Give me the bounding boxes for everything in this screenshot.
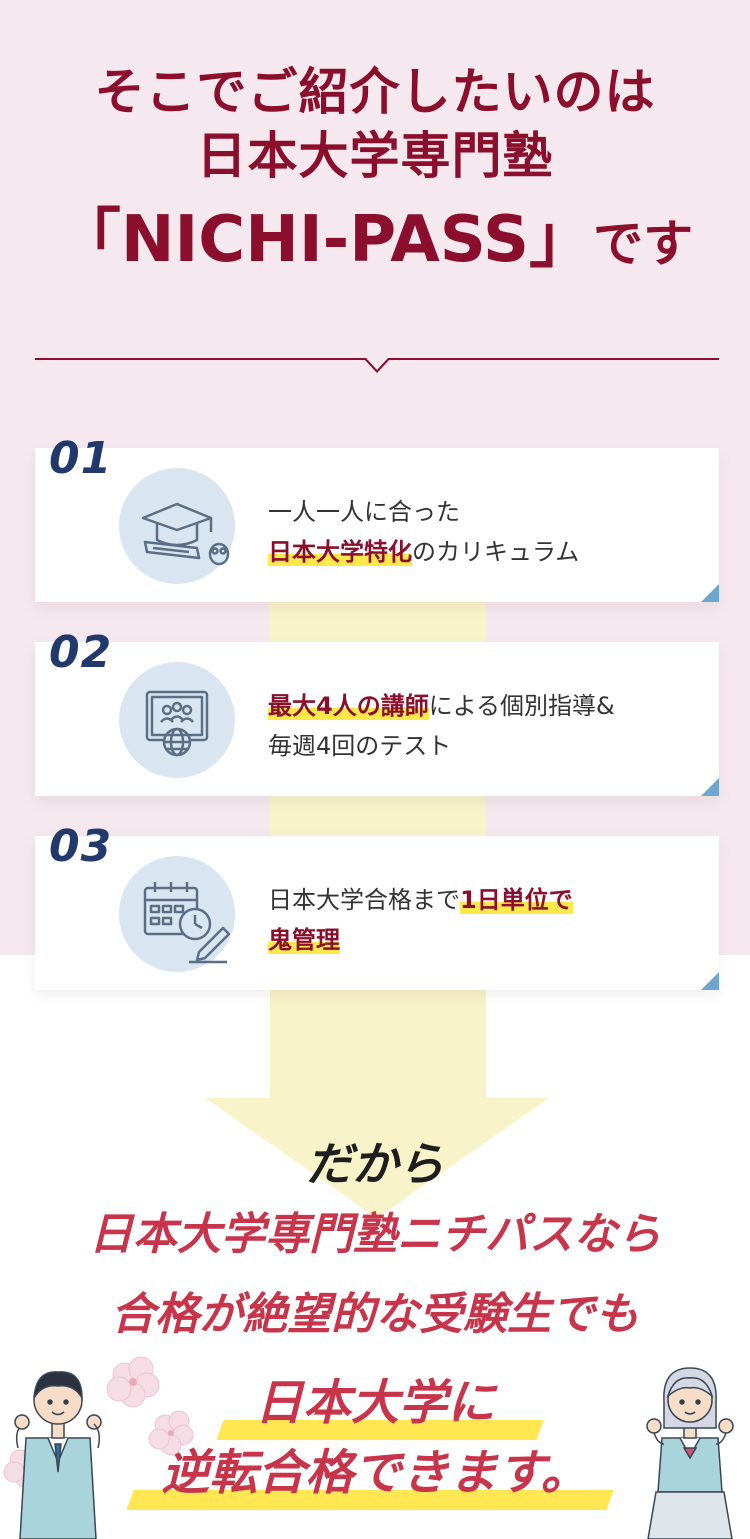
card-corner [701, 584, 719, 602]
graduation-cap-icon [119, 468, 235, 584]
result-lead: だから [306, 1137, 444, 1191]
male-student-illustration [14, 1371, 102, 1539]
result-line-3: 日本大学に [254, 1375, 495, 1431]
online-class-globe-icon [119, 662, 235, 778]
result-line-4: 逆転合格できます。 [161, 1445, 589, 1501]
headline-brand: 「NICHI-PASS」 [56, 203, 594, 277]
feature-before: 日本大学合格まで [268, 886, 460, 914]
cherry-blossom-icon [106, 1356, 194, 1456]
feature-after: のカリキュラム [412, 538, 580, 566]
feature-line: 最大4人の講師による個別指導& [268, 686, 708, 726]
headline: そこでご紹介したいのは 日本大学専門塾 「NICHI-PASS」です [0, 60, 750, 290]
feature-text: 一人一人に合った 日本大学特化のカリキュラム [268, 492, 708, 572]
calendar-clock-icon [119, 856, 235, 972]
feature-text: 最大4人の講師による個別指導& 毎週4回のテスト [268, 686, 708, 766]
feature-number: 01 [49, 433, 113, 484]
feature-card-2: 02 最大4人の講師による個別指導& 毎週4回のテスト [35, 627, 719, 796]
feature-line: 一人一人に合った [268, 498, 460, 526]
headline-line-1: そこでご紹介したいのは [94, 63, 656, 121]
feature-line: 日本大学合格まで1日単位で [268, 880, 708, 920]
feature-line: 日本大学特化のカリキュラム [268, 532, 708, 572]
feature-highlight: 鬼管理 [268, 926, 340, 954]
feature-line: 毎週4回のテスト [268, 732, 452, 760]
feature-highlight: 1日単位で [460, 886, 573, 914]
female-student-illustration [646, 1367, 734, 1539]
card-corner [701, 778, 719, 796]
feature-number: 03 [49, 821, 113, 872]
headline-line-2: 日本大学専門塾 [196, 127, 554, 185]
feature-line: 鬼管理 [268, 920, 708, 960]
headline-line-3: 「NICHI-PASS」です [0, 194, 750, 290]
divider-caret-icon [364, 358, 390, 373]
feature-after: による個別指導& [428, 692, 615, 720]
result-line-2: 合格が絶望的な受験生でも [111, 1289, 639, 1340]
feature-text: 日本大学合格まで1日単位で 鬼管理 [268, 880, 708, 960]
card-corner [701, 972, 719, 990]
result-line-1: 日本大学専門塾ニチパスなら [89, 1209, 661, 1260]
feature-card-1: 01 一人一人に合った 日本大学特化のカリキュラム [35, 433, 719, 602]
feature-number: 02 [49, 627, 113, 678]
feature-highlight: 最大4人の講師 [268, 692, 429, 720]
feature-highlight: 日本大学特化 [268, 538, 412, 566]
down-arrow-icon [205, 1098, 549, 1218]
feature-card-3: 03 日本大学合格まで1日単位で 鬼管理 [35, 821, 719, 990]
headline-suffix: です [593, 215, 694, 273]
